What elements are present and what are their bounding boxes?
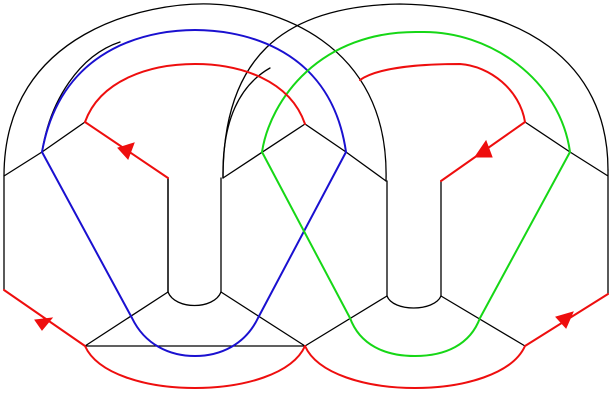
red-curve-top-left (84, 63, 306, 125)
red-curve-bottom-left (3, 289, 306, 389)
arrowheads (34, 139, 574, 331)
arrow-bottom-left (34, 317, 54, 331)
tube-left-bottom (167, 291, 222, 306)
tube-right-bottom (386, 295, 442, 309)
outer-arc-left (3, 3, 387, 182)
green-curve (261, 30, 571, 357)
cell-edges-mid (222, 123, 388, 347)
blue-curve (41, 29, 347, 357)
arrow-top-left (117, 142, 135, 160)
black-outline (3, 3, 609, 347)
arrow-top-right (474, 139, 493, 158)
arrow-bottom-right (555, 311, 574, 329)
red-curve-bottom-right (304, 293, 609, 389)
inner-arc-right (222, 67, 271, 179)
red-curve-top-right (359, 63, 526, 123)
inner-arc-left (41, 41, 121, 153)
outer-arc-right (222, 3, 609, 179)
